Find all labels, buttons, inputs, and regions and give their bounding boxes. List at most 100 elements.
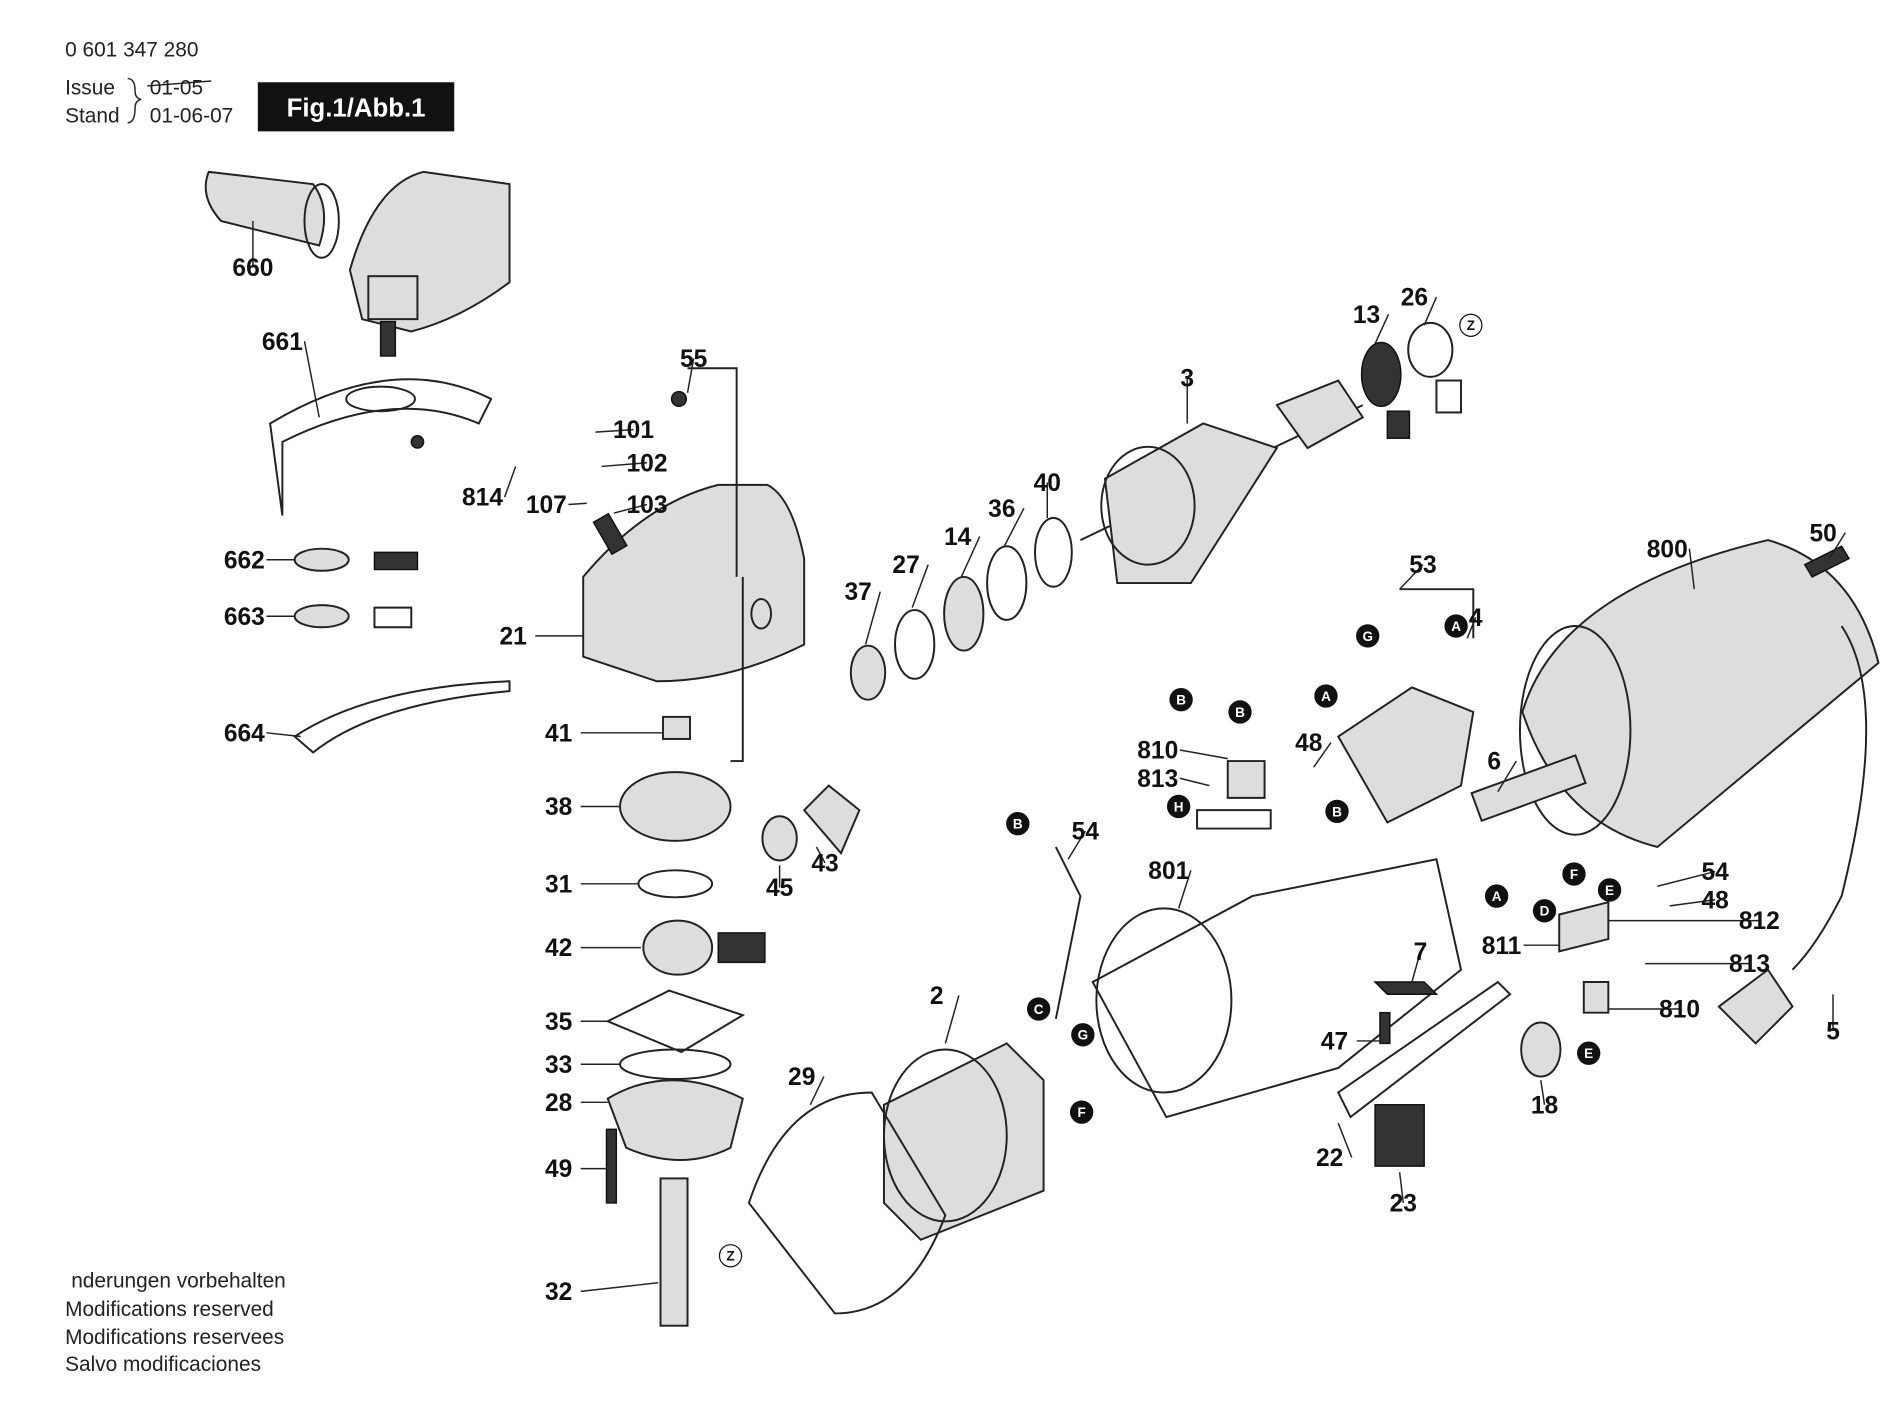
leader-line: [815, 846, 826, 864]
leader-line: [1313, 742, 1332, 768]
leader-line: [1374, 313, 1390, 345]
stator-and-housing-illustration: [747, 846, 1562, 1315]
callout-letter-F: F: [1570, 867, 1578, 882]
callout-letter-F: F: [1078, 1105, 1086, 1120]
leader-line: [911, 564, 929, 608]
part-label-33: 33: [545, 1052, 572, 1079]
part-label-32: 32: [545, 1279, 572, 1306]
part-label-812: 812: [1739, 908, 1780, 935]
callout-letter-A: A: [1321, 689, 1331, 704]
part-number: 0 601 347 280: [65, 38, 198, 61]
callout-letter-Z: Z: [726, 1249, 734, 1264]
leader-line: [568, 502, 587, 506]
part-label-811: 811: [1482, 933, 1522, 960]
part-label-37: 37: [845, 579, 872, 606]
footer-line-en: Modifications reserved: [65, 1298, 274, 1321]
callout-circle-A: [1444, 614, 1468, 638]
part-label-38: 38: [545, 794, 572, 821]
leader-line: [1540, 1080, 1546, 1105]
part-label-43: 43: [811, 851, 838, 878]
part-label-42: 42: [545, 935, 572, 962]
armature-illustration: [1079, 321, 1462, 585]
brace: [127, 77, 142, 124]
part-label-45: 45: [766, 875, 793, 902]
part-label-55: 55: [680, 346, 707, 373]
leader-line: [580, 1282, 659, 1293]
leader-line: [1657, 870, 1716, 887]
leader-line: [1337, 1122, 1353, 1158]
callout-letter-A: A: [1492, 889, 1502, 904]
part-label-14: 14: [944, 524, 972, 551]
callout-letter-Z: Z: [1467, 318, 1475, 333]
part-label-7: 7: [1414, 939, 1428, 966]
leader-line: [303, 341, 320, 418]
callout-letter-B: B: [1235, 705, 1245, 720]
callout-letter-B: B: [1176, 693, 1186, 708]
footer-line-de: nderungen vorbehalten: [71, 1270, 286, 1293]
gear-housing-illustration: [582, 367, 1073, 1327]
callout-circle-E: [1597, 878, 1622, 902]
part-label-813: 813: [1729, 951, 1770, 978]
leader-line: [1688, 548, 1696, 590]
part-label-21: 21: [500, 623, 527, 650]
leader-line: [1669, 899, 1716, 907]
callout-letter-A: A: [1451, 619, 1461, 634]
part-label-18: 18: [1531, 1092, 1558, 1119]
part-label-47: 47: [1321, 1029, 1348, 1056]
part-label-36: 36: [988, 496, 1015, 523]
part-label-5: 5: [1826, 1019, 1840, 1046]
part-label-810: 810: [1137, 738, 1178, 765]
part-label-49: 49: [545, 1156, 572, 1183]
leader-line: [1398, 1172, 1405, 1204]
issue-label: Issue: [65, 77, 115, 100]
part-label-50: 50: [1810, 520, 1837, 547]
part-label-53: 53: [1409, 552, 1436, 579]
leader-line: [601, 462, 648, 468]
strikethrough: [147, 80, 212, 87]
leader-line: [1003, 507, 1025, 547]
leader-line: [1828, 532, 1846, 559]
footer-line-fr: Modifications reservees: [65, 1326, 284, 1349]
part-label-4: 4: [1469, 605, 1483, 632]
part-label-814: 814: [462, 485, 503, 512]
callout-circle-E: [1577, 1041, 1601, 1065]
part-label-27: 27: [892, 552, 919, 579]
part-label-664: 664: [224, 720, 265, 747]
callout-letter-G: G: [1078, 1028, 1089, 1043]
part-label-663: 663: [224, 604, 265, 631]
footer-line-es: Salvo modificaciones: [65, 1353, 261, 1376]
callout-circle-F: [1069, 1100, 1094, 1124]
leader-line: [944, 995, 960, 1044]
callout-letter-G: G: [1362, 629, 1373, 644]
part-label-26: 26: [1401, 285, 1428, 312]
callout-circle-A: [1314, 684, 1338, 708]
part-label-54: 54: [1701, 859, 1729, 886]
part-label-107: 107: [526, 492, 567, 519]
callout-circle-B: [1169, 688, 1193, 712]
part-label-3: 3: [1180, 366, 1194, 393]
part-label-102: 102: [627, 450, 668, 477]
callout-circle-B: [1006, 811, 1030, 836]
callout-letter-D: D: [1540, 904, 1550, 919]
part-label-662: 662: [224, 547, 265, 574]
part-label-29: 29: [788, 1064, 815, 1091]
leader-line: [503, 466, 517, 498]
part-label-2: 2: [930, 983, 944, 1010]
leader-line: [1497, 760, 1517, 793]
callout-circle-H: [1166, 794, 1191, 819]
stand-label: Stand: [65, 105, 120, 128]
callout-circle-B: [1325, 799, 1349, 824]
part-label-810: 810: [1659, 997, 1700, 1024]
part-label-813: 813: [1137, 766, 1178, 793]
stand-date: 01-06-07: [150, 105, 234, 128]
part-label-22: 22: [1316, 1145, 1343, 1172]
leader-line: [613, 503, 648, 514]
callout-letter-C: C: [1034, 1002, 1044, 1017]
part-label-661: 661: [262, 329, 303, 356]
leader-line: [1179, 777, 1210, 787]
leader-line: [1466, 617, 1477, 639]
leader-line: [1423, 296, 1438, 326]
leader-line: [1399, 564, 1424, 590]
leader-line: [809, 1076, 825, 1106]
